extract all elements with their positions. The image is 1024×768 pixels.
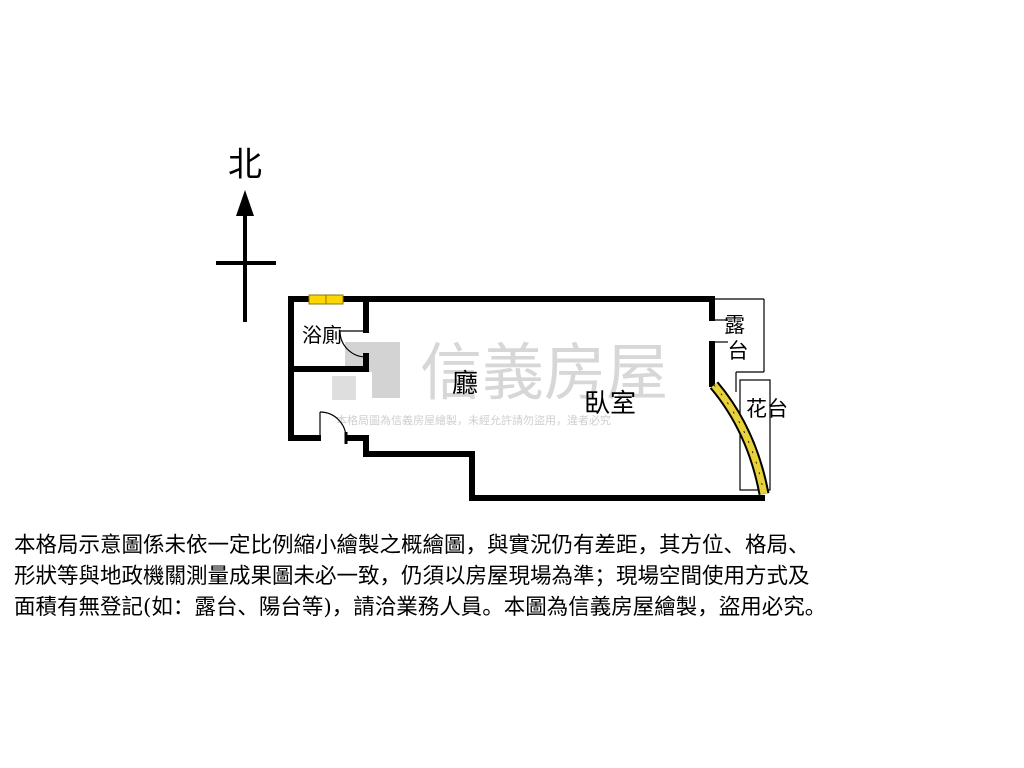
room-label-living: 廳: [452, 369, 478, 399]
north-compass: 北: [216, 145, 276, 322]
wall-post: [363, 318, 369, 330]
watermark: 信義房屋 本格局圖為信義房屋繪製，未經允許請勿盜用，違者必究: [332, 336, 668, 427]
room-label-bedroom: 臥室: [584, 389, 636, 419]
balcony-label-line1: 露: [724, 313, 745, 337]
balcony-outline: [712, 298, 765, 392]
bathroom-door: [339, 330, 367, 358]
room-label-balcony: 露 台: [724, 313, 752, 363]
room-label-planter: 花台: [746, 397, 788, 421]
disclaimer-text: 本格局示意圖係未依一定比例縮小繪製之概繪圖，與實況仍有差距，其方位、格局、 形狀…: [14, 530, 1014, 623]
curved-window-wall: [709, 381, 770, 496]
walls: [288, 296, 765, 501]
balcony-label-line2: 台: [728, 339, 749, 363]
room-label-bathroom: 浴廁: [302, 323, 342, 347]
north-arrow-icon: [236, 190, 254, 216]
watermark-logo-icon-2: [332, 376, 356, 400]
floor-plan: 北 信義房屋 本格局圖為信義房屋繪製，未經允許請勿盜用，違者必究: [216, 145, 788, 501]
disclaimer-line-1: 本格局示意圖係未依一定比例縮小繪製之概繪圖，與實況仍有差距，其方位、格局、: [14, 533, 810, 558]
wall-post: [363, 354, 369, 366]
watermark-notice: 本格局圖為信義房屋繪製，未經允許請勿盜用，違者必究: [336, 413, 611, 427]
north-label: 北: [228, 145, 262, 185]
entrance-door: [319, 411, 348, 444]
bathroom-window: [308, 294, 344, 305]
balcony-door: [712, 319, 728, 343]
disclaimer-line-2: 形狀等與地政機關測量成果圖未必一致，仍須以房屋現場為準；現場空間使用方式及: [14, 564, 810, 589]
disclaimer-line-3: 面積有無登記(如：露台、陽台等)，請洽業務人員。本圖為信義房屋繪製，盜用必究。: [14, 595, 827, 620]
watermark-brand: 信義房屋: [420, 336, 668, 409]
